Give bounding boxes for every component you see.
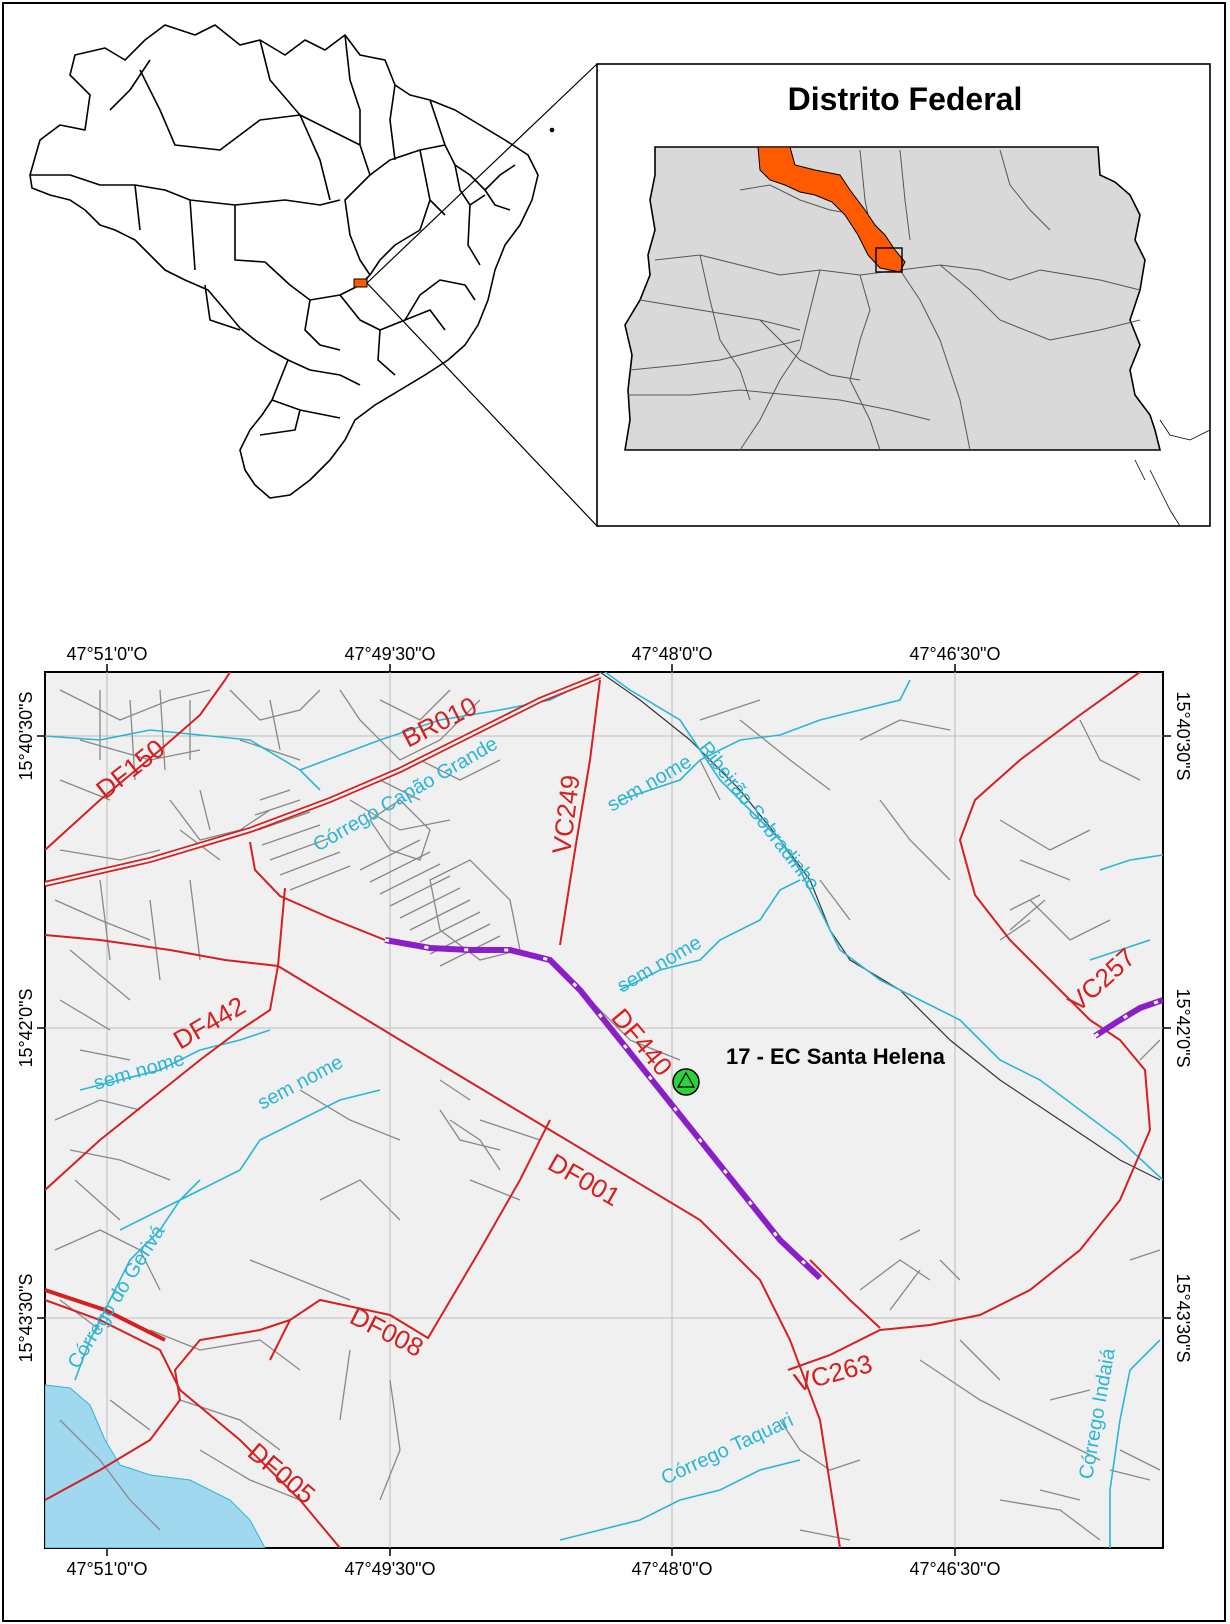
stream-ribeirao-sobradinho: [604, 672, 1163, 1181]
road-vc257: [958, 672, 1141, 1021]
bottom-tick-2: 47°48'0"O: [631, 1559, 712, 1579]
top-tick-1: 47°49'30"O: [344, 644, 435, 664]
outside-lines: [1134, 419, 1211, 527]
stream-capao-grande: [45, 679, 591, 791]
stream-geriva: [74, 1179, 201, 1381]
stream-sem-nome-north: [619, 679, 911, 801]
coordinate-labels: 47°51'0"O 47°49'30"O 47°48'0"O 47°46'30"…: [16, 644, 1193, 1579]
top-tick-3: 47°46'30"O: [909, 644, 1000, 664]
station-triangle-icon: [676, 1071, 696, 1088]
bottom-tick-0: 47°51'0"O: [66, 1559, 147, 1579]
street-network: [54, 689, 1161, 1541]
inset-distrito-federal: Distrito Federal: [596, 63, 1211, 527]
study-area-box: [875, 247, 903, 273]
inset-title: Distrito Federal: [788, 81, 1023, 117]
left-tick-0: 15°40'30"S: [16, 691, 36, 780]
road-df005-edge: [45, 1288, 166, 1342]
road-vc249: [559, 679, 601, 946]
tick-marks: [37, 664, 1171, 1556]
road-df440-north: [249, 841, 386, 941]
road-df150: [45, 672, 231, 851]
highway-br010: [45, 673, 602, 887]
station-label: 17 - EC Santa Helena: [726, 1044, 946, 1069]
zoom-connector-lines: [366, 63, 598, 527]
road-df001: [277, 965, 841, 1548]
state-lines: [30, 34, 516, 436]
island-dot: [549, 127, 555, 133]
stream-east: [1089, 854, 1163, 961]
df-territory: [624, 146, 1162, 451]
stream-sem-nome-mid: [619, 879, 801, 991]
stream-indaia: [1109, 1339, 1161, 1548]
stream-sem-nome-west: [79, 1029, 271, 1091]
brazil-outline: [29, 24, 539, 499]
right-tick-0: 15°40'30"S: [1173, 691, 1193, 780]
main-map: BR010 DF150 VC249 DF442 DF440 DF001 DF00…: [16, 644, 1193, 1579]
stream-sem-nome-sw: [119, 1089, 381, 1231]
road-df005-sw: [45, 1399, 181, 1501]
road-vc263: [787, 1019, 1152, 1371]
df-highlight-marker: [353, 278, 368, 288]
right-tick-1: 15°42'0"S: [1173, 988, 1193, 1067]
right-tick-2: 15°43'30"S: [1173, 1273, 1193, 1362]
road-df442: [45, 887, 286, 1191]
top-tick-2: 47°48'0"O: [631, 644, 712, 664]
brazil-states-map: [29, 24, 555, 499]
highlighted-road-segment: [384, 937, 1163, 1281]
bottom-tick-1: 47°49'30"O: [344, 1559, 435, 1579]
red-roads: [45, 672, 1152, 1548]
stream-taquari: [559, 1459, 801, 1541]
left-tick-2: 15°43'30"S: [16, 1273, 36, 1362]
streams: [45, 672, 1163, 1548]
lake: [45, 1384, 266, 1548]
bottom-tick-3: 47°46'30"O: [909, 1559, 1000, 1579]
map-frame: [44, 671, 1164, 1549]
road-df008: [173, 1119, 551, 1401]
road-df005: [45, 1299, 341, 1548]
left-tick-1: 15°42'0"S: [16, 988, 36, 1067]
graticule: [45, 672, 1163, 1548]
station-marker: [672, 1068, 700, 1096]
top-tick-0: 47°51'0"O: [66, 644, 147, 664]
road-curve-east: [809, 1259, 881, 1329]
